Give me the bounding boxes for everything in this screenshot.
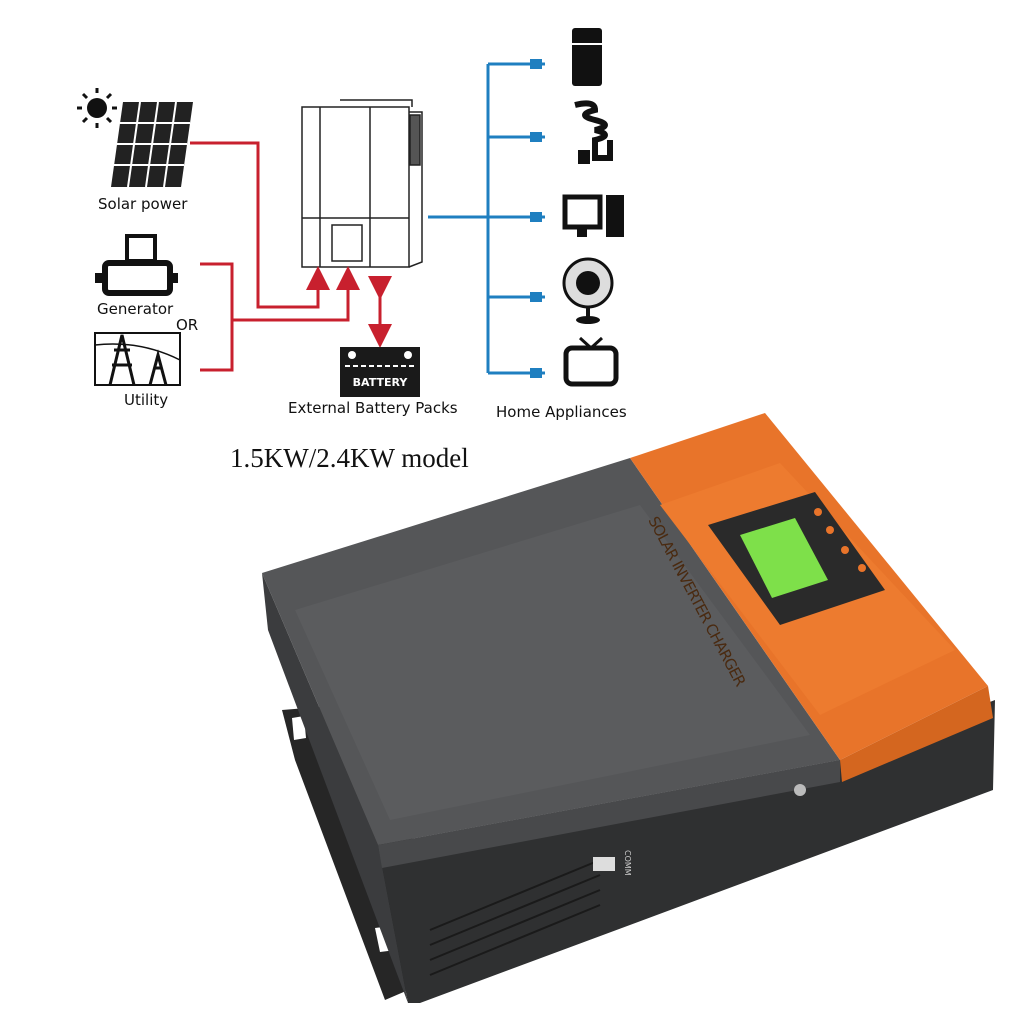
battery-icon: BATTERY [340, 347, 420, 397]
battery-label: External Battery Packs [288, 399, 458, 417]
inverter-drawing [301, 99, 423, 268]
appliances-label: Home Appliances [496, 403, 627, 421]
utility-tower-icon [94, 332, 181, 386]
solar-panel-icon [111, 101, 193, 188]
sun-icon [77, 88, 117, 128]
lcd-screen [740, 518, 828, 598]
port-label: COMM [623, 850, 632, 876]
plug-icons [530, 59, 542, 378]
computer-icon [562, 194, 624, 237]
tv-icon [563, 336, 619, 387]
ethernet-port [593, 857, 615, 871]
output-lines [428, 62, 545, 375]
model-caption: 1.5KW/2.4KW model [230, 443, 469, 473]
refrigerator-icon [572, 28, 602, 86]
solar-label: Solar power [98, 195, 188, 213]
fan-icon [562, 257, 614, 324]
battery-badge: BATTERY [353, 376, 409, 389]
generator-label: Generator [97, 300, 174, 318]
or-label: OR [176, 316, 199, 334]
input-lines [190, 141, 392, 372]
generator-icon [95, 234, 178, 296]
inverter-product: COMM SOLAR INVERTER CHARGER [262, 413, 995, 1003]
utility-label: Utility [124, 391, 169, 409]
bulb-icon [574, 100, 613, 164]
